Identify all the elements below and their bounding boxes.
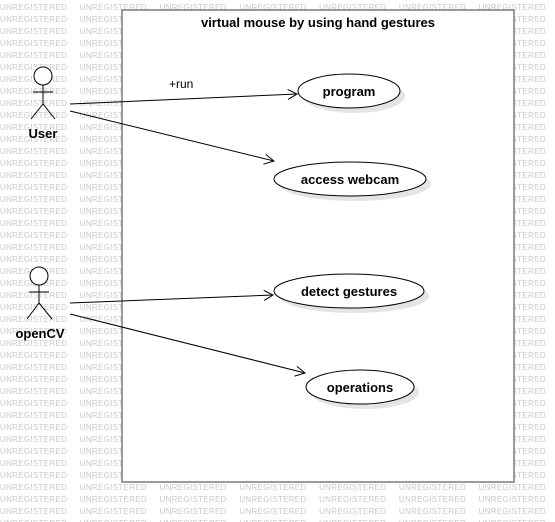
use-case-program: program [297, 73, 405, 113]
association-line [69, 93, 298, 105]
association-opencv-detect-gestures [69, 289, 275, 304]
use-case-ellipse [305, 369, 415, 405]
association-label: +run [169, 77, 193, 91]
system-boundary [121, 9, 515, 483]
association-opencv-operations [69, 313, 307, 377]
actor-head-icon [29, 266, 49, 286]
arrowhead-icon [263, 289, 275, 301]
arrowhead-icon [294, 366, 307, 377]
diagram-title: virtual mouse by using hand gestures [201, 15, 435, 30]
use-case-ellipse [273, 161, 427, 197]
actor-leg-left [30, 103, 44, 120]
use-case-detect-gestures: detect gestures [273, 273, 429, 313]
use-case-label-detect-gestures: detect gestures [301, 284, 397, 299]
actor-label-opencv: openCV [15, 326, 64, 341]
use-case-ellipse [297, 73, 401, 109]
use-case-access-webcam: access webcam [273, 161, 431, 201]
actor-user: User [29, 66, 58, 141]
arrowhead-icon [287, 88, 299, 100]
use-case-operations: operations [305, 369, 419, 409]
actor-leg-left [26, 302, 40, 320]
association-line [69, 110, 275, 162]
actor-leg-right [42, 103, 56, 120]
association-user-program: +run [69, 77, 299, 105]
association-line [69, 294, 274, 304]
use-case-label-operations: operations [327, 380, 393, 395]
association-user-access-webcam [69, 110, 276, 165]
arrowhead-icon [263, 154, 276, 165]
actor-label-user: User [29, 126, 58, 141]
actor-head-icon [33, 66, 53, 86]
use-case-label-program: program [323, 84, 376, 99]
use-case-ellipse [273, 273, 425, 309]
use-case-label-access-webcam: access webcam [301, 172, 399, 187]
actor-leg-right [38, 302, 53, 320]
actor-opencv: openCV [15, 266, 65, 341]
association-line [69, 313, 306, 374]
